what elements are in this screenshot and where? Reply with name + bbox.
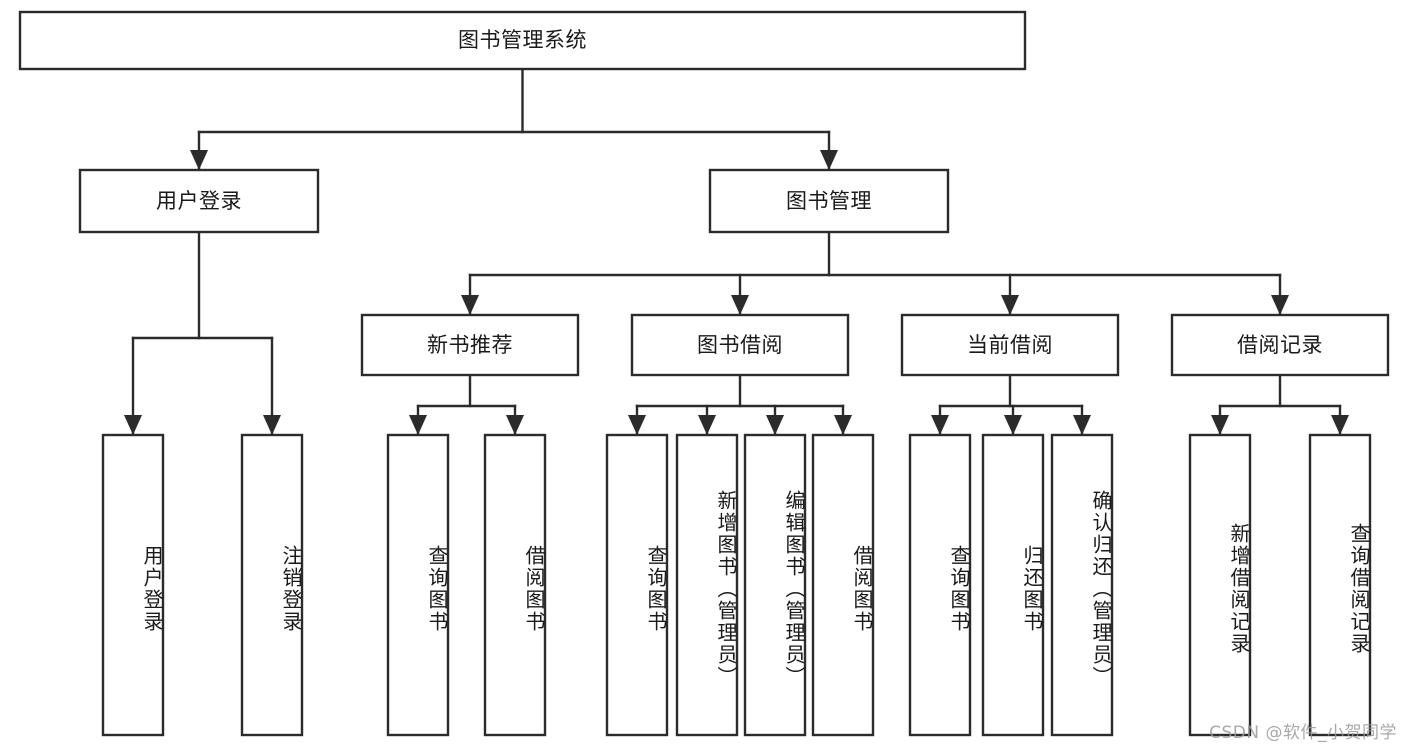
arrow-head-book-manage-to-borrow-record bbox=[1271, 295, 1289, 315]
arrow-head-book-manage-to-current-borrow bbox=[1001, 295, 1019, 315]
node-box-leaf-query-book-2[interactable] bbox=[605, 433, 669, 737]
arrow-head-book-borrow-to-leaf-query-book-2 bbox=[628, 415, 646, 435]
arrow-head-new-book-recommend-to-leaf-query-book-1 bbox=[409, 415, 427, 435]
node-box-leaf-borrow-book-1[interactable] bbox=[483, 433, 547, 737]
arrow-head-root-to-user-login bbox=[190, 150, 208, 170]
arrow-head-borrow-record-to-leaf-add-record bbox=[1211, 415, 1229, 435]
node-box-current-borrow[interactable] bbox=[900, 313, 1120, 377]
node-box-leaf-confirm-return[interactable] bbox=[1050, 433, 1114, 737]
arrow-head-current-borrow-to-leaf-confirm-return bbox=[1073, 415, 1091, 435]
arrow-head-current-borrow-to-leaf-query-book-3 bbox=[931, 415, 949, 435]
arrow-head-new-book-recommend-to-leaf-borrow-book-1 bbox=[506, 415, 524, 435]
node-box-leaf-add-record[interactable] bbox=[1188, 433, 1252, 737]
node-box-book-manage[interactable] bbox=[708, 168, 950, 234]
node-box-new-book-recommend[interactable] bbox=[360, 313, 580, 377]
node-box-leaf-add-book[interactable] bbox=[675, 433, 739, 737]
node-box-leaf-query-record[interactable] bbox=[1308, 433, 1372, 737]
node-box-user-login[interactable] bbox=[78, 168, 320, 234]
node-box-leaf-borrow-book-2[interactable] bbox=[811, 433, 875, 737]
arrow-head-book-manage-to-new-book-recommend bbox=[461, 295, 479, 315]
node-box-leaf-logout[interactable] bbox=[240, 433, 304, 737]
arrow-head-book-borrow-to-leaf-borrow-book-2 bbox=[834, 415, 852, 435]
arrow-head-user-login-to-leaf-user-login bbox=[124, 415, 142, 435]
node-box-book-borrow[interactable] bbox=[630, 313, 850, 377]
arrow-head-root-to-book-manage bbox=[820, 150, 838, 170]
arrow-head-borrow-record-to-leaf-query-record bbox=[1331, 415, 1349, 435]
node-box-leaf-query-book-3[interactable] bbox=[908, 433, 972, 737]
node-box-leaf-edit-book[interactable] bbox=[743, 433, 807, 737]
arrow-head-book-borrow-to-leaf-add-book bbox=[698, 415, 716, 435]
node-box-leaf-return-book[interactable] bbox=[981, 433, 1045, 737]
node-boxes-layer bbox=[18, 10, 1390, 737]
node-box-leaf-user-login[interactable] bbox=[101, 433, 165, 737]
connectors-layer bbox=[124, 67, 1349, 437]
arrow-head-book-manage-to-book-borrow bbox=[731, 295, 749, 315]
node-box-leaf-query-book-1[interactable] bbox=[386, 433, 450, 737]
node-box-borrow-record[interactable] bbox=[1170, 313, 1390, 377]
arrow-head-user-login-to-leaf-logout bbox=[263, 415, 281, 435]
node-box-root[interactable] bbox=[18, 10, 1027, 71]
arrow-head-book-borrow-to-leaf-edit-book bbox=[766, 415, 784, 435]
arrow-head-current-borrow-to-leaf-return-book bbox=[1004, 415, 1022, 435]
